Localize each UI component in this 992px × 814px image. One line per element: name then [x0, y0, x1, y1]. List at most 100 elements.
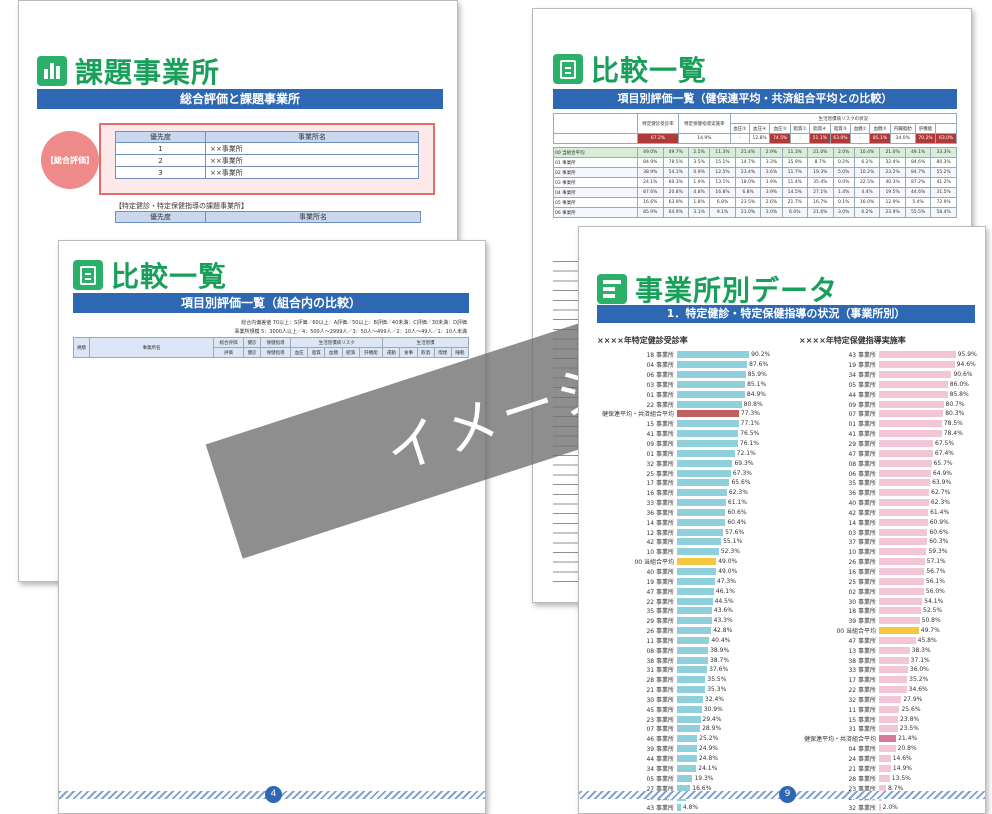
bar-label: 29 事業所: [848, 441, 876, 449]
bar-value: 45.8%: [917, 636, 937, 644]
bar-value: 62.3%: [930, 499, 950, 507]
bar-value: 67.5%: [935, 440, 955, 448]
bar: [677, 469, 731, 477]
bar-label: 08 事業所: [646, 647, 674, 655]
bar: [879, 755, 891, 763]
bar: [879, 479, 931, 487]
bar: [677, 764, 697, 772]
bar: [677, 636, 710, 644]
bar: [677, 351, 750, 359]
bar-value: 65.7%: [933, 459, 953, 467]
bar-label: 32 事業所: [848, 805, 876, 813]
bar-value: 2.0%: [882, 804, 898, 812]
bar-value: 60.6%: [929, 528, 949, 536]
bar: [879, 499, 929, 507]
bar-label: 05 事業所: [646, 775, 674, 783]
section-band: 1．特定健診・特定保健指導の状況（事業所別）: [597, 305, 975, 323]
page-title: 事業所別データ: [635, 274, 839, 307]
bar: [677, 449, 735, 457]
bar: [677, 725, 701, 733]
bar: [677, 774, 693, 782]
bar-value: 49.0%: [718, 567, 738, 575]
bar-label: 17 事業所: [848, 677, 876, 685]
bar: [879, 666, 908, 674]
bar-value: 60.9%: [929, 518, 949, 526]
bar-value: 19.3%: [694, 774, 714, 782]
bar: [677, 528, 724, 536]
bar-value: 56.1%: [925, 577, 945, 585]
bar: [879, 508, 929, 516]
bar-value: 24.8%: [698, 755, 718, 763]
bar-label: 03 事業所: [646, 381, 674, 389]
bar-value: 67.4%: [934, 449, 954, 457]
bar-label: 17 事業所: [646, 480, 674, 488]
bar: [879, 528, 928, 536]
bar: [677, 705, 702, 713]
bar-label: 22 事業所: [848, 687, 876, 695]
bar-value: 80.7%: [945, 400, 965, 408]
bar-value: 37.1%: [910, 656, 930, 664]
bar: [879, 420, 942, 428]
bar-label: 15 事業所: [646, 421, 674, 429]
bar-value: 35.3%: [707, 686, 727, 694]
bar-value: 13.5%: [891, 774, 911, 782]
bar-label: 01 事業所: [646, 391, 674, 399]
bar: [879, 538, 928, 546]
bar-value: 44.5%: [714, 597, 734, 605]
bar-value: 60.4%: [727, 518, 747, 526]
bar-label: 40 事業所: [646, 568, 674, 576]
bar-value: 90.2%: [751, 351, 771, 359]
form-icon: [597, 274, 627, 304]
page-title: 比較一覧: [111, 260, 228, 293]
bar: [677, 479, 730, 487]
bar: [677, 784, 691, 792]
bar-label: 35 事業所: [848, 480, 876, 488]
bar-value: 78.4%: [943, 430, 963, 438]
bar-value: 55.1%: [723, 538, 743, 546]
bar-value: 25.2%: [699, 735, 719, 743]
bar: [677, 420, 739, 428]
bar-label: 04 事業所: [646, 362, 674, 370]
bar-label: 45 事業所: [646, 706, 674, 714]
bar-label: 07 事業所: [848, 411, 876, 419]
bar: [879, 449, 933, 457]
bar-value: 43.6%: [713, 607, 733, 615]
bar-label: 36 事業所: [848, 490, 876, 498]
bar-label: 30 事業所: [848, 598, 876, 606]
bar: [879, 597, 923, 605]
bar-label: 23 事業所: [848, 785, 876, 793]
bar-value: 23.5%: [899, 725, 919, 733]
bar: [879, 548, 927, 556]
bar-value: 56.7%: [926, 567, 946, 575]
bar: [677, 371, 746, 379]
bar: [677, 440, 738, 448]
bar-value: 28.9%: [702, 725, 722, 733]
bar-label: 33 事業所: [848, 667, 876, 675]
bar-label: 00 当組合平均: [634, 559, 674, 567]
bar: [879, 410, 944, 418]
bar-label: 27 事業所: [646, 785, 674, 793]
bar-label: 22 事業所: [646, 401, 674, 409]
bar-value: 59.3%: [928, 548, 948, 556]
bar-label: 42 事業所: [848, 509, 876, 517]
bar-label: 36 事業所: [646, 509, 674, 517]
bar-label: 44 事業所: [646, 756, 674, 764]
bar-label: 42 事業所: [646, 539, 674, 547]
